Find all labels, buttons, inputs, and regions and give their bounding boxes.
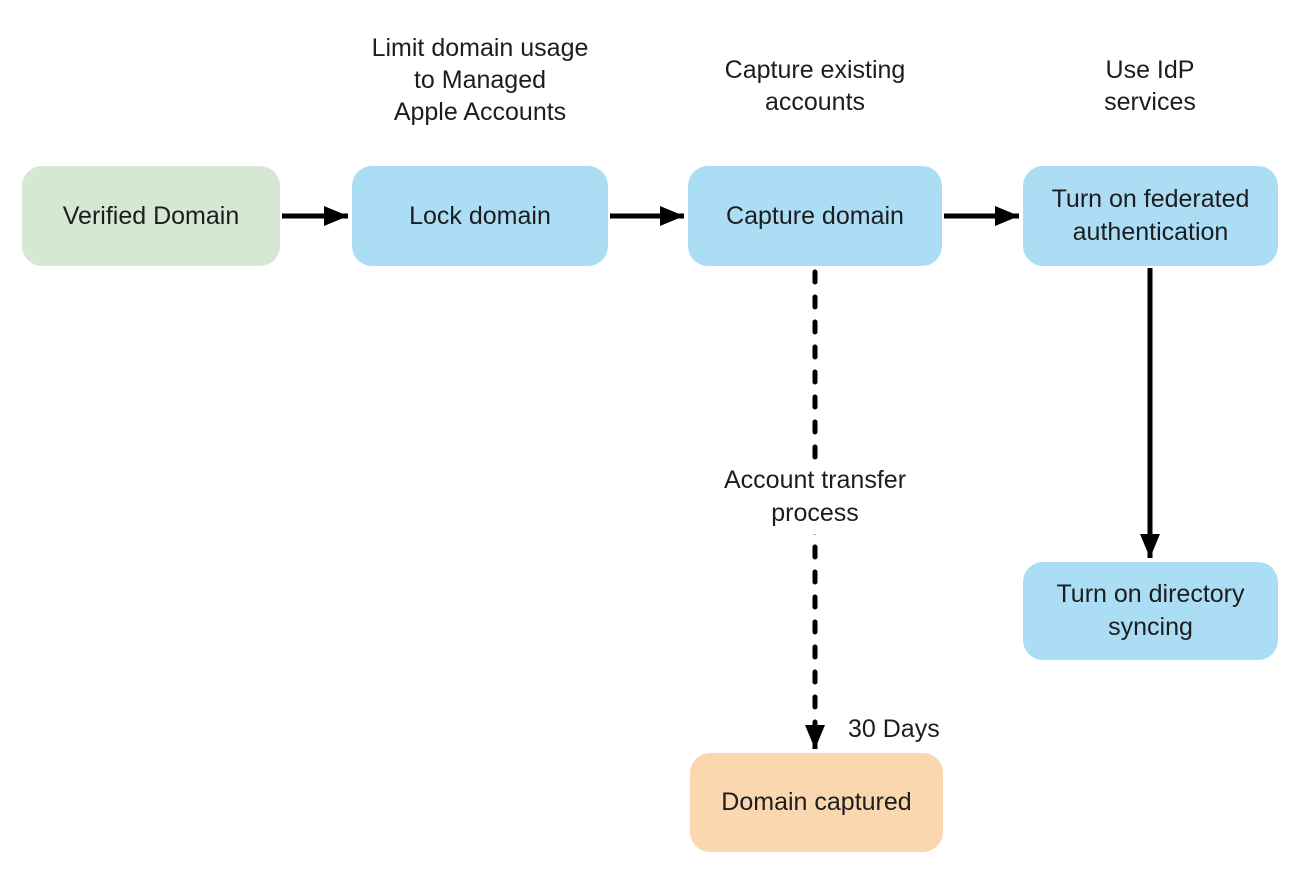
- node-verified-domain: Verified Domain: [22, 166, 280, 266]
- node-federated-authentication: Turn on federated authentication: [1023, 166, 1278, 266]
- heading-capture-existing-accounts: Capture existing accounts: [675, 54, 955, 118]
- edge-label-account-transfer-process: Account transfer process: [711, 460, 919, 534]
- heading-capture-existing-accounts-text: Capture existing accounts: [724, 56, 906, 116]
- node-federated-authentication-label: Turn on federated authentication: [1051, 185, 1250, 246]
- node-lock-domain-label: Lock domain: [409, 201, 551, 230]
- edge-label-30-days-text: 30 Days: [848, 715, 940, 743]
- node-capture-domain-label: Capture domain: [726, 201, 904, 230]
- edge-label-account-transfer-process-text: Account transfer process: [723, 466, 907, 527]
- edge-label-30-days: 30 Days: [848, 714, 940, 745]
- node-directory-syncing: Turn on directory syncing: [1023, 562, 1278, 660]
- node-domain-captured: Domain captured: [690, 753, 943, 852]
- node-directory-syncing-label: Turn on directory syncing: [1056, 580, 1245, 641]
- heading-limit-domain-usage-text: Limit domain usage to Managed Apple Acco…: [371, 34, 589, 126]
- heading-use-idp-services-text: Use IdP services: [1104, 56, 1196, 116]
- heading-limit-domain-usage: Limit domain usage to Managed Apple Acco…: [340, 32, 620, 128]
- node-lock-domain: Lock domain: [352, 166, 608, 266]
- node-capture-domain: Capture domain: [688, 166, 942, 266]
- node-verified-domain-label: Verified Domain: [62, 201, 240, 230]
- heading-use-idp-services: Use IdP services: [1010, 54, 1290, 118]
- node-domain-captured-label: Domain captured: [721, 788, 912, 816]
